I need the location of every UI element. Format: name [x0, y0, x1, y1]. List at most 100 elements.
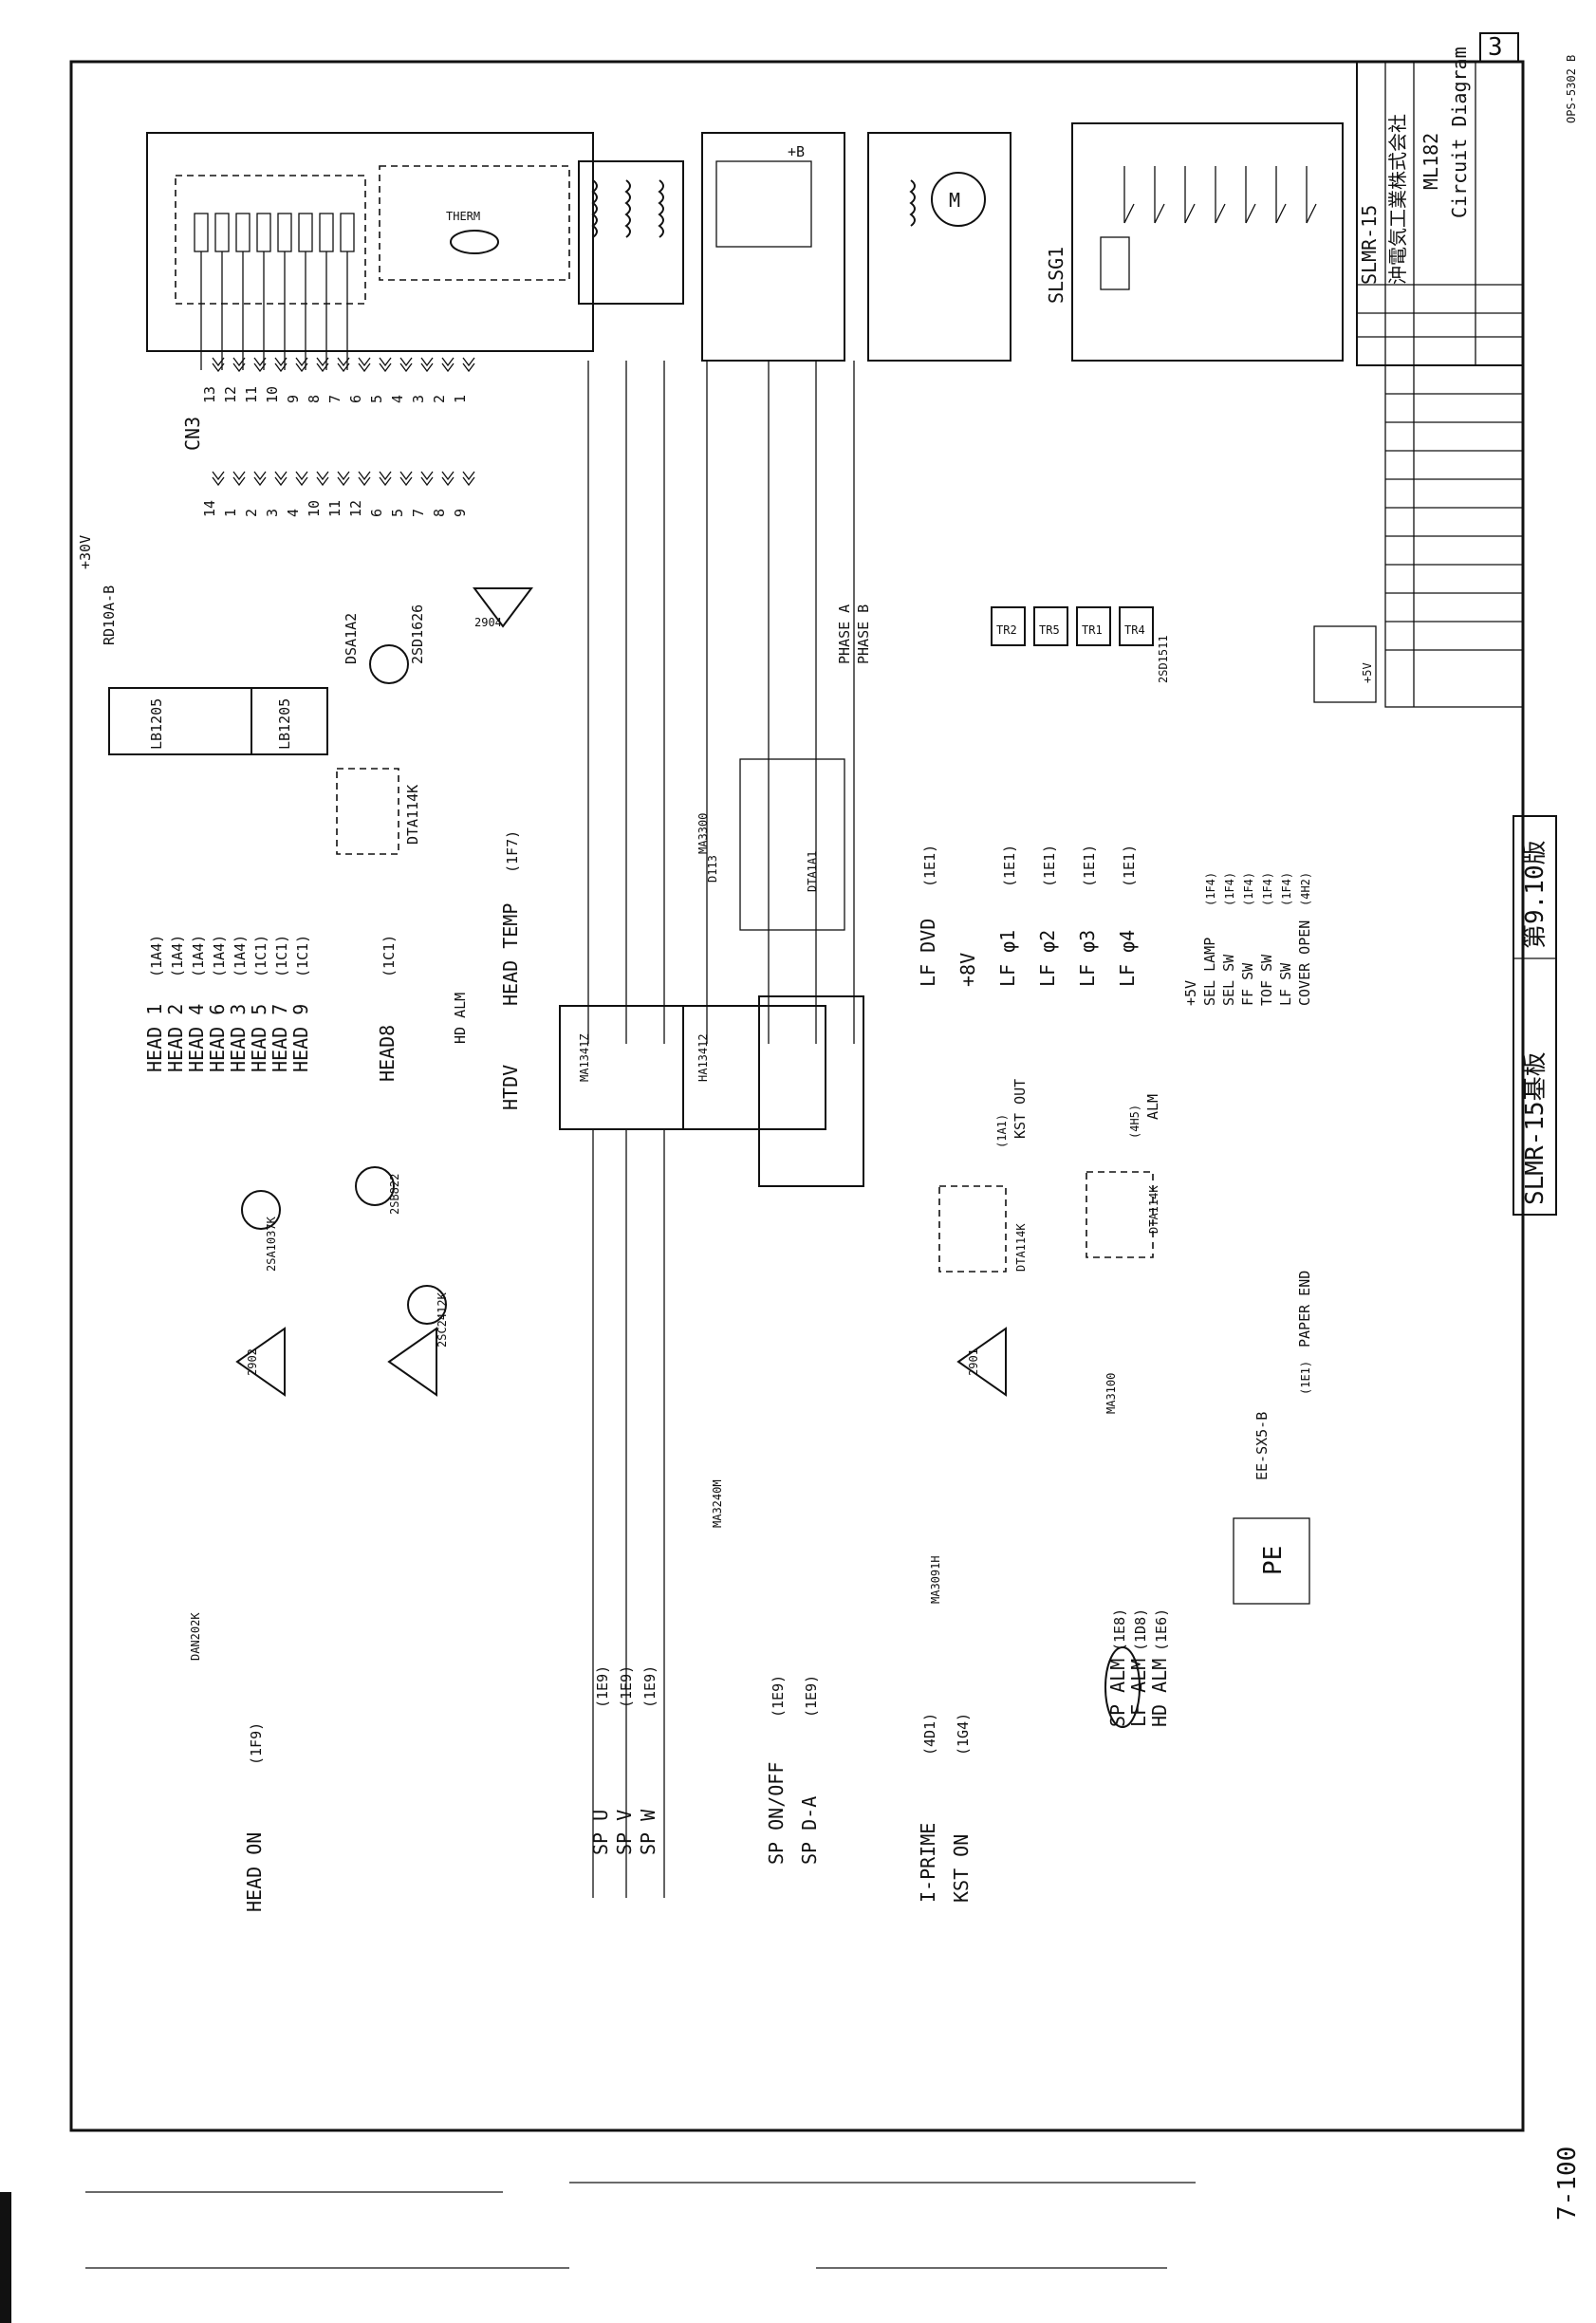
connector-pin-mark: [253, 471, 267, 481]
head-signal-name: HEAD 9: [289, 1004, 312, 1072]
left-signal-ref: (1E9): [641, 1665, 659, 1708]
lf-signal-name: LF φ1: [996, 930, 1019, 987]
board-name-box: 第9.10版 SLMR-15基板: [1512, 815, 1557, 1216]
connector-pin-mark: [212, 471, 225, 481]
tr13-part: 2SB822: [388, 1174, 401, 1215]
ee-sx5-label: EE-SX5-B: [1253, 1412, 1271, 1480]
ma3240m-part: MA3240M: [711, 1479, 724, 1528]
head-signal-name: HEAD 4: [185, 1004, 208, 1072]
ma3300-part: MA3300: [696, 813, 710, 854]
head-signal-name: HEAD 3: [227, 1004, 250, 1072]
title-drawing: Circuit Diagram: [1448, 46, 1471, 218]
title-stamp: 3: [1488, 33, 1503, 62]
switch-contact: [1184, 203, 1196, 224]
alarm-signal-labels: SP ALM(1E8)LF ALM(1D8)HD ALM(1E6): [1106, 1608, 1171, 1727]
connector-pin-number: 12: [222, 386, 239, 403]
connector-pin-mark: [295, 476, 308, 487]
left-signal-ref: (1E9): [594, 1665, 611, 1708]
alarm-signal-name: HD ALM: [1148, 1659, 1171, 1727]
head-coil-resistor: [298, 213, 313, 252]
title-product: ML182: [1420, 133, 1442, 190]
paper-end-ref: (1E1): [1299, 1361, 1312, 1395]
kst-out-label: KST OUT: [1011, 1079, 1029, 1139]
dta114k-b: DTA114K: [1014, 1223, 1028, 1272]
opamp-2902: 2902: [246, 1348, 259, 1376]
head-signal-ref: (1A4): [169, 935, 186, 977]
head-signal-name: HEAD 5: [248, 1004, 270, 1072]
head-temp-label: HEAD TEMP: [499, 903, 522, 1006]
head-signal-name: HEAD 2: [164, 1004, 187, 1072]
connector-pin-mark: [462, 362, 475, 373]
switch-signal-name: COVER OPEN: [1296, 920, 1313, 1006]
opamp-2904-a: 2904: [474, 616, 502, 629]
tr9-part: 2SD1626: [409, 604, 426, 664]
connector-pin-mark: [274, 357, 288, 367]
left-signal-name: SP ON/OFF: [765, 1762, 788, 1865]
connector-pin-mark: [212, 476, 225, 487]
connector-pin-number: 6: [347, 395, 364, 403]
lf-signal-name: +8V: [956, 953, 979, 987]
head-coil-resistor: [277, 213, 292, 252]
ma3091h-part: MA3091H: [929, 1555, 942, 1604]
connector-pin-mark: [379, 476, 392, 487]
connector-pin-mark: [462, 471, 475, 481]
connector-pin-mark: [358, 476, 371, 487]
phase-b: PHASE B: [855, 604, 872, 664]
switch-signal-ref: (1F4): [1204, 872, 1217, 906]
connector-pin-number: 14: [201, 500, 218, 517]
switch-signal-ref: (1F4): [1223, 872, 1236, 906]
alarm-signal-ref: (1E6): [1153, 1608, 1170, 1651]
left-signal-name: SP V: [613, 1810, 636, 1855]
connector-pin-number: 6: [368, 509, 385, 517]
d10-part: RD10A-B: [101, 585, 118, 645]
ic-driver-mid: [758, 995, 864, 1187]
tr11-part: DTA114K: [404, 785, 421, 845]
connector-pin-number: 8: [431, 509, 448, 517]
connector-pin-mark: [462, 357, 475, 367]
lf-signal-name: LF φ2: [1036, 930, 1059, 987]
head-on-amp-section: 2SA1037K 2SB822 2SC2412K 2902 2901: [235, 1166, 1007, 1397]
dsa1a2-part: DSA1A2: [343, 613, 360, 664]
tr11-block: DTA114K: [336, 768, 421, 855]
connector-pin-number: 13: [201, 386, 218, 403]
switch-contact: [1215, 203, 1226, 224]
opamp-2901: 2901: [967, 1348, 980, 1376]
switch-contact: [1123, 203, 1135, 224]
lf-signal-name: LF DVD: [917, 919, 939, 987]
alarm-signal-name: SP ALM: [1106, 1659, 1129, 1727]
alm-ref: (4H5): [1128, 1105, 1141, 1139]
connector-pin-mark: [212, 362, 225, 373]
connector-pin-mark: [295, 471, 308, 481]
lf-signal-ref: (1E1): [1001, 845, 1018, 887]
switch-signal-ref: (4H2): [1299, 872, 1312, 906]
left-signal-name: I-PRIME: [917, 1823, 939, 1903]
switch-signal-name: SEL LAMP: [1201, 938, 1218, 1006]
left-signal-ref: (4D1): [921, 1713, 938, 1756]
head-coil-resistor: [256, 213, 271, 252]
diode-d10: RD10A-B +30V: [77, 535, 118, 645]
switch-signal-name: LF SW: [1277, 962, 1294, 1006]
tr1-label: TR1: [1082, 623, 1103, 637]
lf-regulator-block: MA3300 DTA1A1 D113: [696, 758, 845, 931]
switch-contact: [1154, 203, 1165, 224]
switch-signal-ref: (1F4): [1261, 872, 1274, 906]
connector-pin-mark: [441, 357, 455, 367]
alm-block: DTA114K ALM (4H5): [1086, 1094, 1161, 1258]
connector-pin-number: 2: [243, 509, 260, 517]
head-driver-ic-2: LB1205: [251, 687, 328, 755]
head-signal-ref: (1A4): [232, 935, 249, 977]
connector-pin-mark: [316, 471, 329, 481]
connector-pin-mark: [232, 357, 246, 367]
connector-pin-number: 1: [452, 395, 469, 403]
connector-pin-mark: [399, 362, 413, 373]
sheet-border: [69, 60, 1525, 2132]
connector-pin-mark: [295, 357, 308, 367]
dan202k-part: DAN202K: [189, 1612, 202, 1661]
tr-part-2sd1511: 2SD1511: [1157, 635, 1170, 683]
lf-signal-name: LF φ3: [1076, 930, 1099, 987]
switch-signal-name: FF SW: [1239, 962, 1256, 1006]
connector-pin-number: 10: [264, 386, 281, 403]
